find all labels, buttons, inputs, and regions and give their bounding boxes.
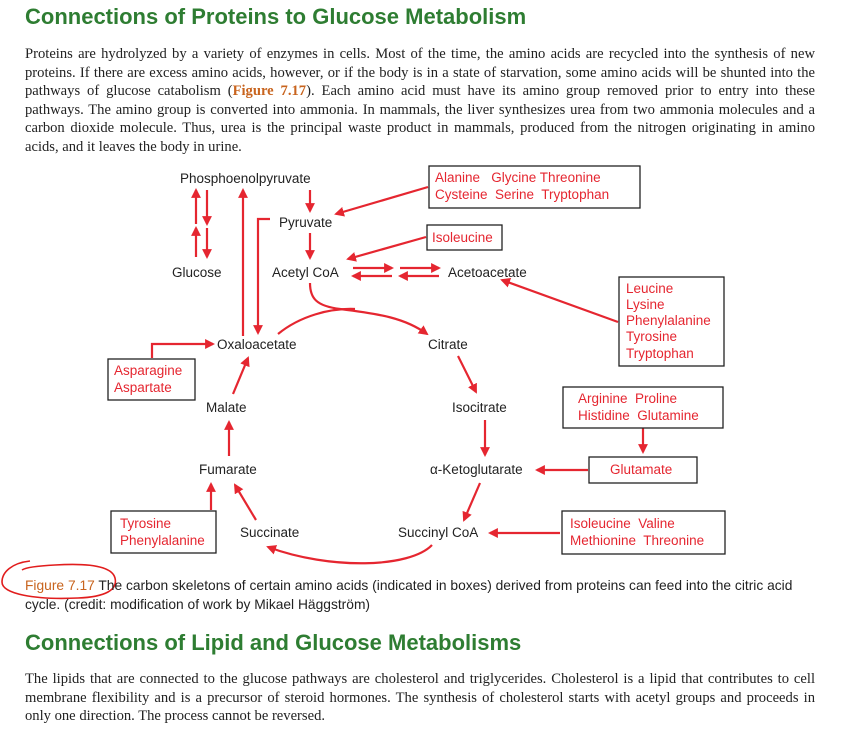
label-acetoacetate: Acetoacetate	[448, 265, 527, 280]
figure-label: Figure 7.17	[25, 578, 95, 593]
label-malate: Malate	[206, 400, 247, 415]
box-oxaloacetate-amino-acids: Asparagine Aspartate	[107, 358, 196, 401]
svg-text:Tyrosine: Tyrosine	[626, 329, 677, 344]
lipids-paragraph: The lipids that are connected to the glu…	[25, 671, 815, 724]
svg-text:Arginine Proline: Arginine Proline	[578, 391, 677, 406]
figure-caption: Figure 7.17 The carbon skeletons of cert…	[25, 576, 825, 614]
section-heading-lipids: Connections of Lipid and Glucose Metabol…	[25, 630, 522, 655]
box-pyruvate-amino-acids: Alanine Glycine Threonine Cysteine Serin…	[428, 165, 641, 209]
annotation-scribble	[1, 560, 117, 600]
box-glutamate-precursors: Arginine Proline Histidine Glutamine	[562, 386, 724, 429]
svg-text:Asparagine: Asparagine	[114, 363, 182, 378]
label-phosphoenolpyruvate: Phosphoenolpyruvate	[180, 171, 311, 186]
svg-text:Glutamate: Glutamate	[610, 462, 672, 477]
label-isocitrate: Isocitrate	[452, 400, 507, 415]
label-glucose: Glucose	[172, 265, 222, 280]
svg-text:Phenylalanine: Phenylalanine	[626, 313, 711, 328]
label-citrate: Citrate	[428, 337, 468, 352]
pyruvate-group-arrow	[334, 185, 429, 217]
svg-text:Alanine Glycine Threonine: Alanine Glycine Threonine	[435, 170, 601, 185]
svg-text:Phenylalanine: Phenylalanine	[120, 533, 205, 548]
isoleucine-arrow	[346, 235, 427, 262]
pyruvate-to-oxaloacetate-arrow	[253, 217, 270, 335]
citric-acid-cycle	[224, 282, 490, 565]
box-isoleucine: Isoleucine	[426, 224, 503, 251]
svg-text:Isoleucine Valine: Isoleucine Valine	[570, 516, 675, 531]
svg-text:Methionine Threonine: Methionine Threonine	[570, 533, 704, 548]
section-heading-proteins: Connections of Proteins to Glucose Metab…	[25, 4, 527, 29]
label-acetyl-coa: Acetyl CoA	[272, 265, 339, 280]
label-fumarate: Fumarate	[199, 462, 257, 477]
label-alpha-ketoglutarate: α-Ketoglutarate	[430, 462, 523, 477]
box-glutamate: Glutamate	[588, 456, 698, 484]
acetoacetate-group-arrow	[500, 278, 619, 324]
figure-link[interactable]: Figure 7.17	[232, 83, 307, 99]
paragraph-text-start: Proteins are hydrolyzed by a variety of …	[25, 46, 815, 99]
paragraph-text-end: ). Each amino acid must have its amino g…	[25, 83, 816, 155]
label-succinyl-coa: Succinyl CoA	[398, 525, 478, 540]
box-fumarate-amino-acids: Tyrosine Phenylalanine	[110, 510, 217, 554]
svg-text:Aspartate: Aspartate	[114, 380, 172, 395]
aspartate-arrow	[150, 339, 215, 358]
box-succinyl-amino-acids: Isoleucine Valine Methionine Threonine	[561, 510, 726, 555]
svg-text:Cysteine Serine Tryptophan: Cysteine Serine Tryptophan	[435, 187, 609, 202]
acetylcoa-acetoacetate-arrows	[351, 263, 441, 281]
svg-text:Isoleucine: Isoleucine	[432, 230, 493, 245]
svg-text:Lysine: Lysine	[626, 297, 665, 312]
caption-text: The carbon skeletons of certain amino ac…	[25, 578, 793, 612]
svg-text:Histidine Glutamine: Histidine Glutamine	[578, 408, 699, 423]
svg-text:Tryptophan: Tryptophan	[626, 346, 694, 361]
box-acetoacetate-amino-acids: Leucine Lysine Phenylalanine Tyrosine Tr…	[618, 276, 725, 367]
label-oxaloacetate: Oxaloacetate	[217, 337, 297, 352]
svg-text:Leucine: Leucine	[626, 281, 673, 296]
glycolysis-arrows	[191, 188, 212, 259]
proteins-paragraph: Proteins are hydrolyzed by a variety of …	[25, 45, 815, 156]
label-pyruvate: Pyruvate	[279, 215, 332, 230]
label-succinate: Succinate	[240, 525, 299, 540]
svg-text:Tyrosine: Tyrosine	[120, 516, 171, 531]
